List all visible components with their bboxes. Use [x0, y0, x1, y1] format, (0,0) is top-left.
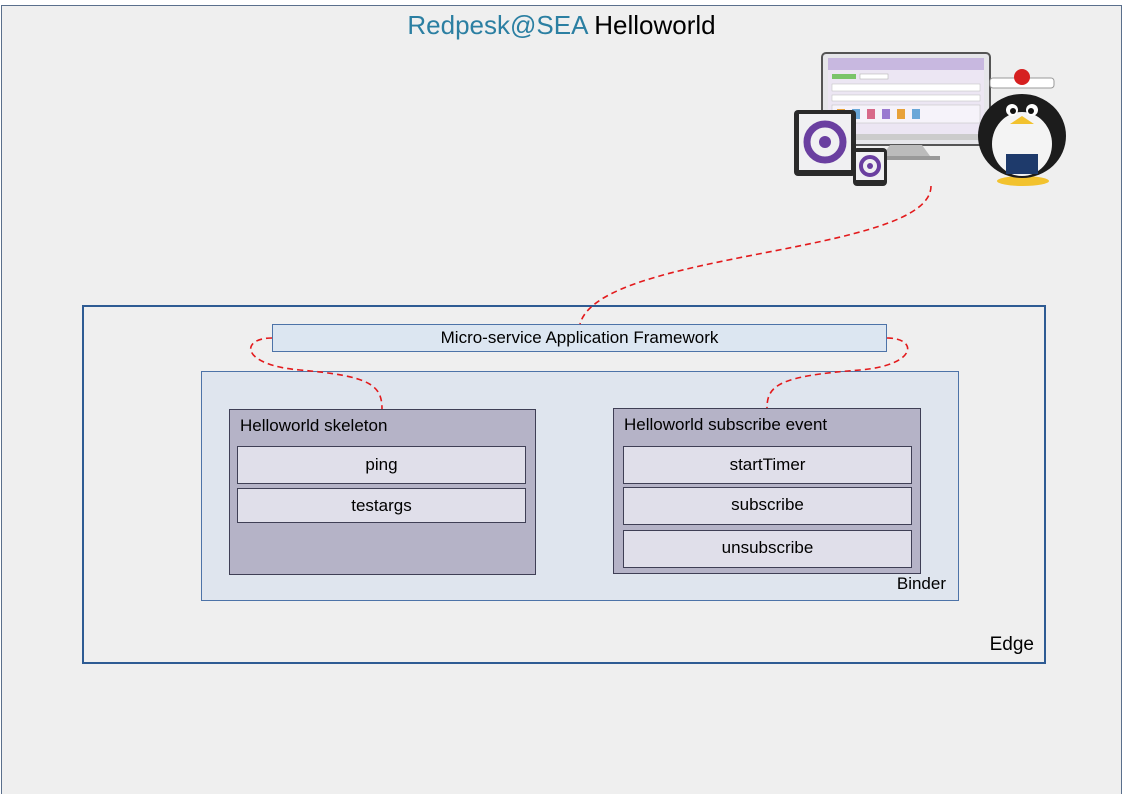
framework-bar: Micro-service Application Framework: [272, 324, 887, 352]
verb-testargs: testargs: [237, 488, 526, 523]
title-brand: Redpesk@SEA: [407, 10, 587, 40]
link-framework-to-skeleton: [250, 337, 383, 410]
link-ui-to-framework: [579, 185, 932, 325]
api-title: Helloworld skeleton: [240, 416, 388, 435]
penguin-mascot-icon: [978, 69, 1066, 186]
verb-unsubscribe: unsubscribe: [623, 530, 912, 568]
api-title: Helloworld subscribe event: [624, 415, 828, 434]
tablet-icon: [794, 110, 856, 176]
link-framework-to-subscribe: [766, 337, 909, 409]
title-name: Helloworld: [594, 10, 716, 40]
verb-starttimer: startTimer: [623, 446, 912, 484]
devices-illustration: [794, 52, 1066, 186]
verb-ping: ping: [237, 446, 526, 484]
verb-subscribe: subscribe: [623, 487, 912, 525]
diagram-title: Redpesk@SEA Helloworld: [0, 10, 1123, 41]
binder-label: Binder: [896, 574, 946, 593]
phone-icon: [853, 148, 887, 186]
edge-label: Edge: [989, 634, 1034, 655]
